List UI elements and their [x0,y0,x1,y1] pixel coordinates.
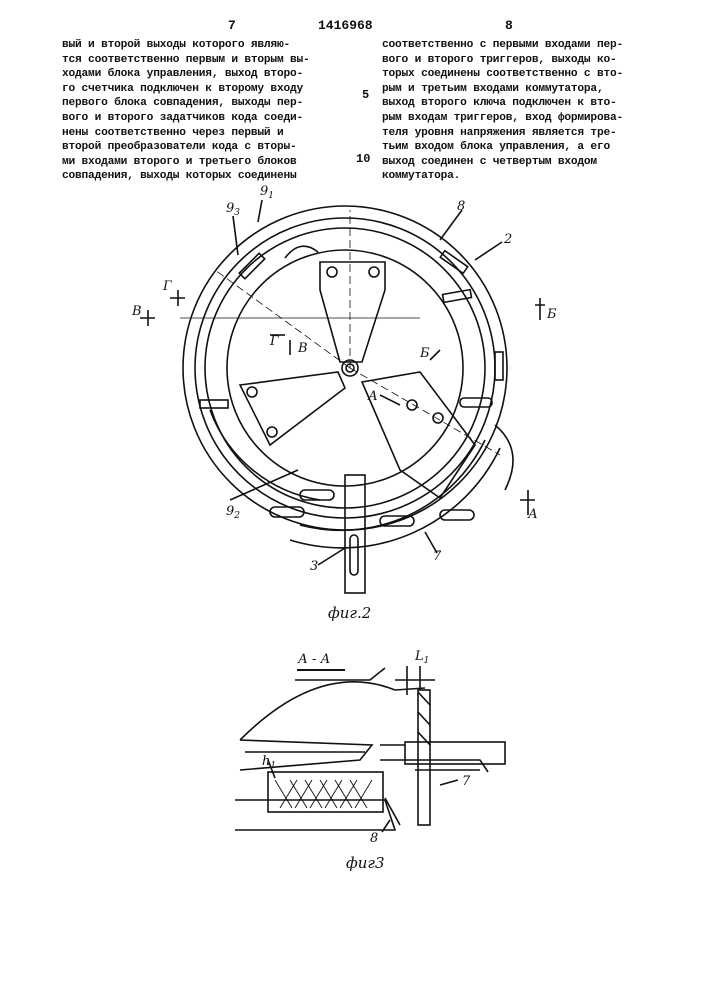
figure-2-caption: фиг.2 [328,604,371,622]
figure-2-drawing [140,200,545,593]
figure-3-hatching [275,780,372,808]
label-7: 7 [433,549,442,564]
label-8: 8 [457,199,465,214]
section-mark-G-inner: Г [269,334,279,349]
label-2: 2 [503,232,512,247]
label-9-3: 93 [226,201,240,218]
section-mark-G-left: Г [162,279,172,294]
label-h1: h1 [262,754,276,771]
section-A-A-title: А - А [297,652,330,667]
label-9-1: 91 [260,184,274,201]
label-7-fig3: 7 [462,774,471,789]
section-mark-A-center: А [367,389,378,404]
section-mark-V-left: В [131,304,142,319]
label-3: 3 [310,559,318,574]
section-mark-B-inner: Б [419,346,430,361]
section-mark-A-right: А [527,507,538,522]
label-L1: L1 [414,649,429,666]
figure-3-drawing [235,666,505,832]
label-8-fig3: 8 [370,831,378,846]
figure-3-caption: фиг3 [346,854,385,872]
section-mark-B-right: Б [546,307,557,322]
section-mark-V-inner: В [297,341,308,356]
label-9-2: 92 [226,504,240,521]
